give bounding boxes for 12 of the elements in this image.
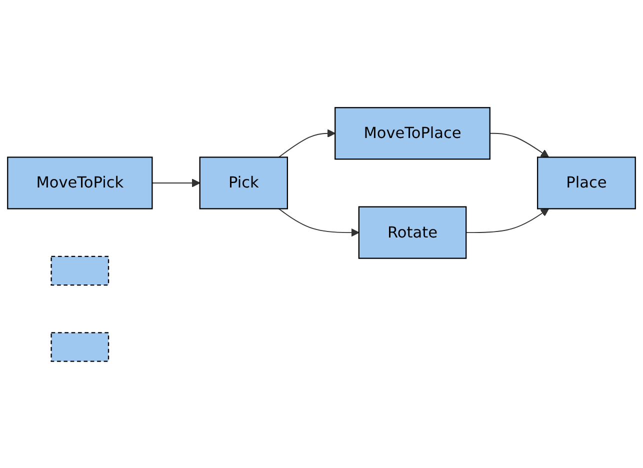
arrow [278,208,360,236]
node-box [50,255,110,286]
node-box: MoveToPick [7,156,153,209]
node-box: MoveToPlace [334,106,490,160]
arrow [152,178,200,187]
node-box: Rotate [358,206,467,258]
node-box: Place [537,156,636,209]
node-box: Pick [199,156,288,209]
node-box [50,332,110,362]
arrow [466,208,550,233]
arrow [278,128,336,158]
arrow [489,132,550,158]
